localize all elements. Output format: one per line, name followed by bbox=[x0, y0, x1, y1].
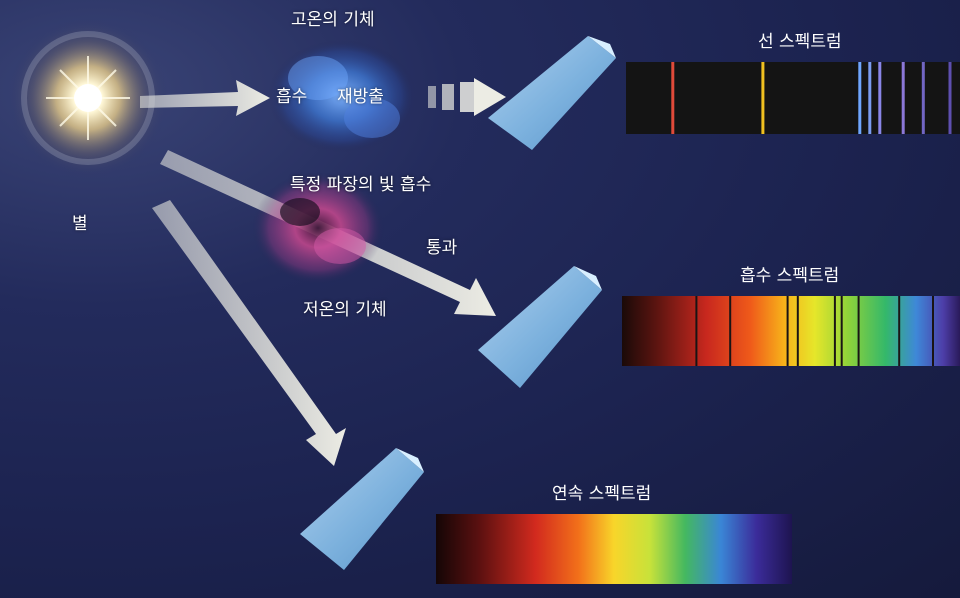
reemit-label: 재방출 bbox=[337, 87, 384, 107]
transmit-label: 통과 bbox=[426, 238, 458, 258]
star-core bbox=[74, 84, 102, 112]
emission-line bbox=[868, 62, 872, 134]
cold-gas-cloud bbox=[252, 172, 384, 284]
emission-line bbox=[671, 62, 675, 134]
absorption-line bbox=[729, 296, 732, 366]
emission-line bbox=[921, 62, 925, 134]
arrow-star-to-hot-gas bbox=[140, 80, 270, 116]
absorb-label: 흡수 bbox=[276, 87, 308, 107]
continuous-spectrum-strip bbox=[436, 514, 792, 584]
reemission-arrow bbox=[428, 78, 506, 116]
emission-line bbox=[901, 62, 905, 134]
prism-absorption bbox=[478, 266, 602, 388]
emission-spectrum-title: 선 스펙트럼 bbox=[758, 32, 842, 52]
continuous-spectrum-title: 연속 스펙트럼 bbox=[552, 484, 652, 504]
hot-gas-cloud bbox=[268, 40, 416, 152]
prism-continuous bbox=[300, 448, 424, 570]
absorption-line bbox=[840, 296, 843, 366]
emission-line bbox=[878, 62, 882, 134]
absorption-line bbox=[898, 296, 901, 366]
hot-gas-label: 고온의 기체 bbox=[291, 10, 375, 30]
star-label: 별 bbox=[72, 214, 88, 234]
absorption-line bbox=[932, 296, 934, 366]
arrow-star-to-continuous-prism bbox=[152, 200, 346, 466]
absorption-line bbox=[796, 296, 799, 366]
prism-emission bbox=[488, 36, 616, 150]
absorption-spectrum-strip bbox=[622, 296, 960, 366]
absorption-spectrum-title: 흡수 스펙트럼 bbox=[740, 266, 840, 286]
absorption-line bbox=[833, 296, 836, 366]
emission-line bbox=[761, 62, 765, 134]
absorption-line bbox=[857, 296, 860, 366]
emission-line bbox=[858, 62, 862, 134]
emission-line bbox=[948, 62, 952, 134]
absorption-line bbox=[695, 296, 698, 366]
specific-absorption-label: 특정 파장의 빛 흡수 bbox=[290, 175, 432, 195]
emission-spectrum-strip bbox=[626, 62, 960, 134]
cold-gas-label: 저온의 기체 bbox=[303, 300, 387, 320]
absorption-line bbox=[786, 296, 789, 366]
